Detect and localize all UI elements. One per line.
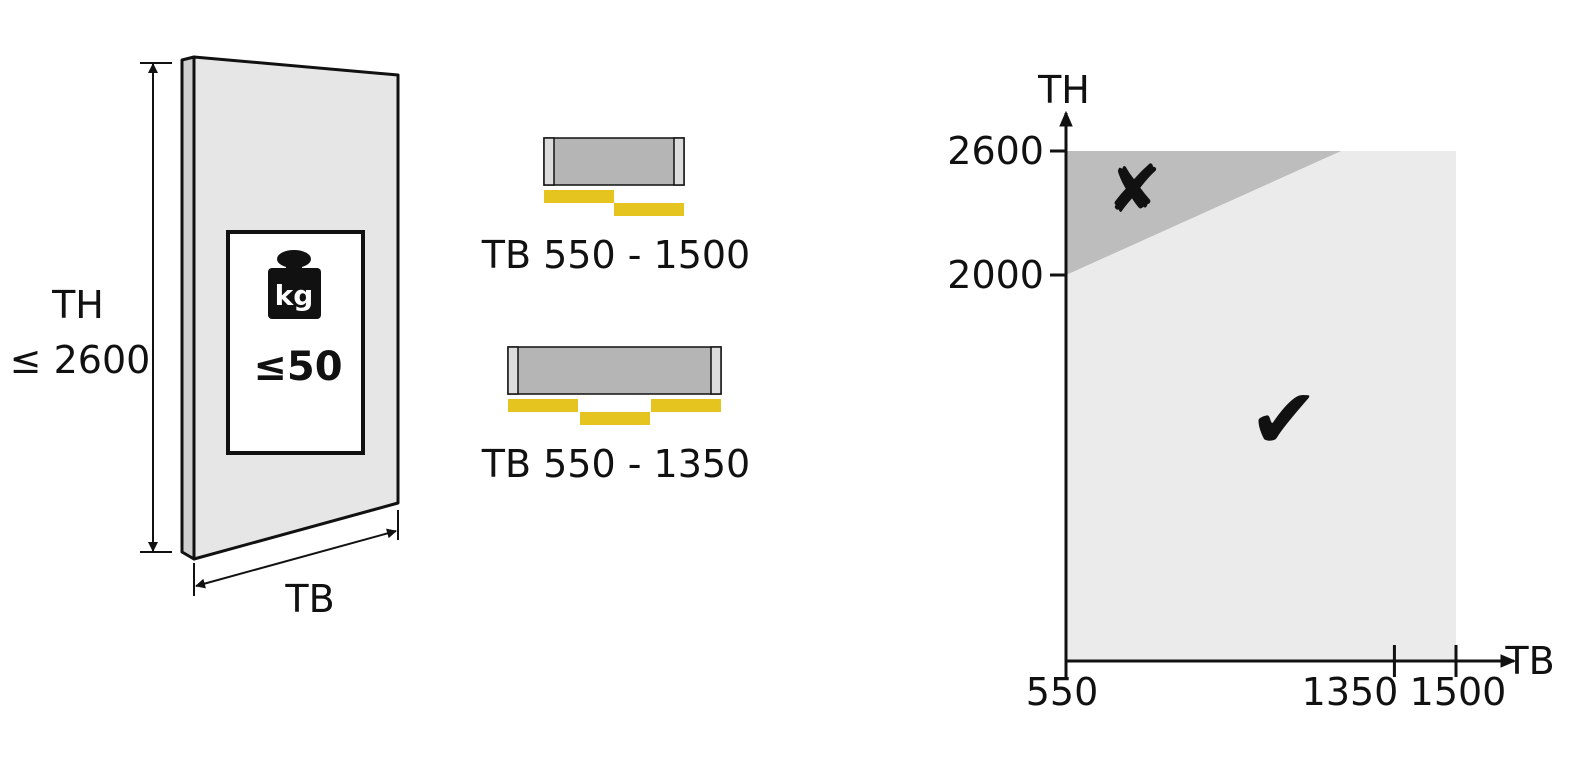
y-tick-label: 2600: [947, 129, 1044, 173]
rail-section-1: [508, 399, 578, 412]
rail-section-3: [651, 399, 721, 412]
allowed-check-icon: ✔: [1249, 370, 1319, 468]
y-tick-label: 2000: [947, 253, 1044, 297]
rail-end-cap-right: [673, 137, 685, 186]
rail-end-cap-left: [543, 137, 555, 186]
rail-section-1: [544, 190, 614, 203]
rail-body: [543, 137, 685, 186]
weight-unit: kg: [275, 279, 314, 312]
height-label: TH: [51, 283, 104, 327]
x-tick-label: 1350: [1302, 670, 1399, 714]
x-axis-label: TB: [1504, 639, 1554, 683]
config-label: TB 550 - 1500: [481, 233, 750, 277]
config-two-sections: TB 550 - 1500: [481, 137, 750, 277]
excluded-cross-icon: ✘: [1106, 151, 1161, 228]
width-label: TB: [284, 577, 334, 621]
rail-end-cap-left: [507, 346, 519, 395]
excluded-region: [1066, 151, 1342, 275]
height-limit: ≤ 2600: [10, 338, 151, 382]
config-three-sections: TB 550 - 1350: [481, 346, 750, 486]
door-edge: [180, 55, 196, 561]
rail-body: [507, 346, 722, 395]
rail-end-cap-right: [710, 346, 722, 395]
weight-icon: [268, 250, 321, 319]
rail-section-2: [614, 203, 684, 216]
y-axis-label: TH: [1037, 68, 1090, 112]
x-tick-label: 1500: [1410, 670, 1507, 714]
rail-section-2: [580, 412, 650, 425]
width-dimension-line: [195, 528, 397, 589]
weight-limit: ≤50: [253, 344, 342, 390]
door-illustration: kg ≤50 TH ≤ 2600 TB: [10, 55, 400, 621]
config-label: TB 550 - 1350: [481, 442, 750, 486]
x-tick-label: 550: [1026, 670, 1099, 714]
